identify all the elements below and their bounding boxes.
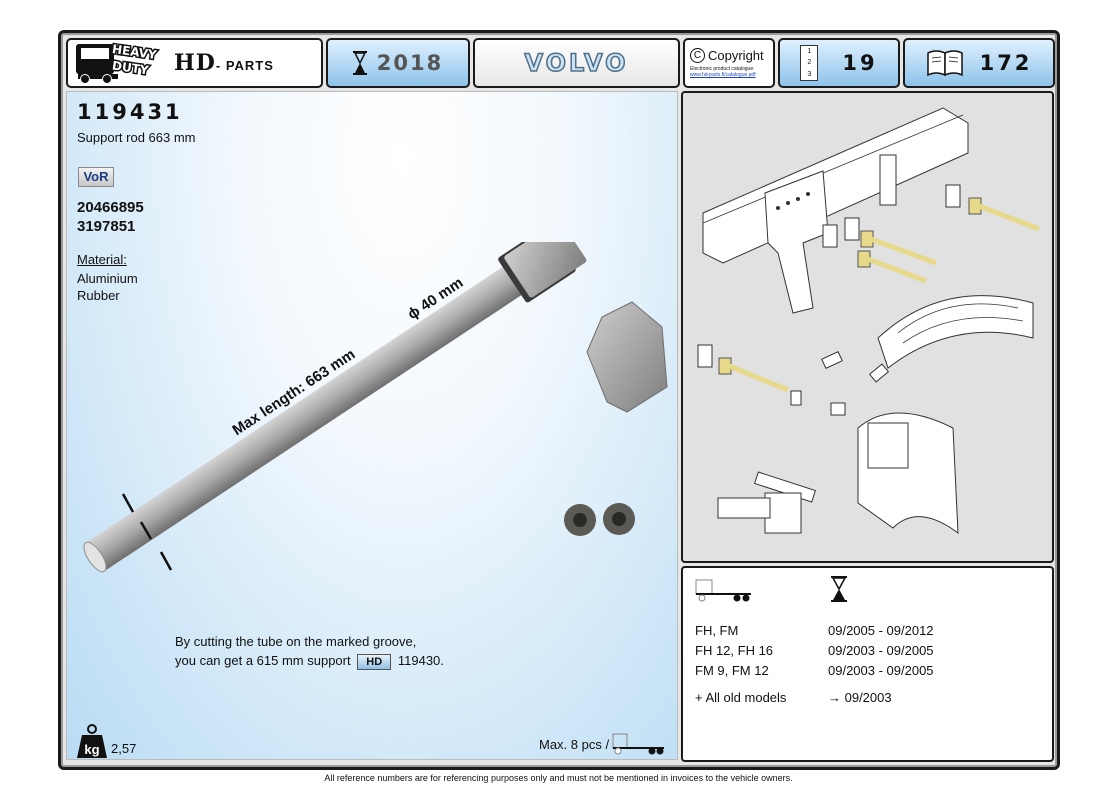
application-models: FH, FM <box>695 623 739 638</box>
copyright-title: C Copyright <box>690 48 764 63</box>
application-range: 09/2003 - 09/2005 <box>828 643 934 658</box>
groove-mark <box>121 493 135 513</box>
trailer-icon <box>612 733 665 755</box>
flange-nut <box>603 503 635 535</box>
cutting-note-line1: By cutting the tube on the marked groove… <box>175 634 417 649</box>
copyright-icon: C <box>690 48 705 63</box>
make-name: VOLVO <box>524 48 629 78</box>
year: 2018 <box>376 51 444 75</box>
book-icon <box>926 50 963 77</box>
material-item: Rubber <box>77 288 120 303</box>
hourglass-icon <box>352 51 367 75</box>
hourglass-icon <box>831 576 847 602</box>
brand-sub: - PARTS <box>215 58 274 73</box>
page-icon-digit-3: 3 <box>807 70 812 78</box>
material-item: Aluminium <box>77 271 138 286</box>
page-box: 1 2 3 19 <box>778 38 900 88</box>
copyright-label: Copyright <box>708 48 764 63</box>
material-list: Aluminium Rubber <box>77 270 138 304</box>
application-models: FH 12, FH 16 <box>695 643 774 658</box>
groove-mark <box>159 551 173 571</box>
application-range: 09/2005 - 09/2012 <box>828 623 934 638</box>
product-photo: Max length: 663 mm ϕ 40 mm <box>83 242 668 573</box>
truck-trailer-icon <box>695 579 751 602</box>
exploded-diagram <box>681 91 1054 563</box>
groove-mark <box>139 521 153 540</box>
logo-box: HEAVY DUTY HD- PARTS <box>66 38 323 88</box>
oe-numbers: 20466895 3197851 <box>77 198 144 236</box>
hd-badge: HD <box>357 653 392 670</box>
flange-nut <box>564 504 596 536</box>
page-number: 19 <box>842 51 878 75</box>
oe-number: 20466895 <box>77 199 144 216</box>
packaging-info: Max. 8 pcs / <box>539 732 666 756</box>
part-description: Support rod 663 mm <box>77 130 196 145</box>
old-models-range: → 09/2003 <box>828 690 892 705</box>
reference-part-number[interactable]: 119430. <box>397 653 444 668</box>
weight-unit: kg <box>84 742 99 757</box>
applications-panel: FH, FM 09/2005 - 09/2012 FH 12, FH 16 09… <box>681 566 1054 762</box>
material-label: Material: <box>77 252 127 267</box>
footer-disclaimer: All reference numbers are for referencin… <box>324 773 793 783</box>
catalogue-link[interactable]: www.hd-parts.fi/catalogue.pdf <box>690 72 756 78</box>
max-pieces: Max. 8 pcs / <box>539 736 610 752</box>
catalog-page-box: 172 <box>903 38 1055 88</box>
vor-badge: VoR <box>78 167 114 187</box>
make-box: VOLVO <box>473 38 680 88</box>
weight-icon: kg <box>77 724 107 758</box>
year-box: 2018 <box>326 38 470 88</box>
copyright-box: C Copyright Electronic product catalogue… <box>683 38 775 88</box>
copyright-subtitle: Electronic product catalogue: <box>690 66 755 72</box>
page-icon-digit-1: 1 <box>807 48 812 56</box>
application-models: FM 9, FM 12 <box>695 663 769 678</box>
product-panel: 119431 Support rod 663 mm VoR 20466895 3… <box>66 91 678 760</box>
page-number-icon: 1 2 3 <box>800 45 819 81</box>
weight-info: kg 2,57 <box>77 724 136 758</box>
page-icon-digit-2: 2 <box>807 59 812 67</box>
brand-title: HD- PARTS <box>174 50 274 76</box>
weight-value: 2,57 <box>111 741 137 756</box>
brand-main: HD <box>174 50 216 76</box>
part-number: 119431 <box>77 100 183 124</box>
oe-number: 3197851 <box>77 218 136 235</box>
cutting-note: By cutting the tube on the marked groove… <box>175 632 444 670</box>
cutting-note-line2: you can get a 615 mm support <box>175 653 351 668</box>
catalog-sheet: HEAVY DUTY HD- PARTS 2018 VOLVO C Copyri… <box>58 30 1060 770</box>
catalog-page-number: 172 <box>979 51 1033 75</box>
truck-icon: HEAVY DUTY <box>74 40 159 84</box>
highlighted-support-rod <box>718 197 1040 393</box>
application-range: 09/2003 - 09/2005 <box>828 663 934 678</box>
old-models-label: + All old models <box>695 690 787 705</box>
